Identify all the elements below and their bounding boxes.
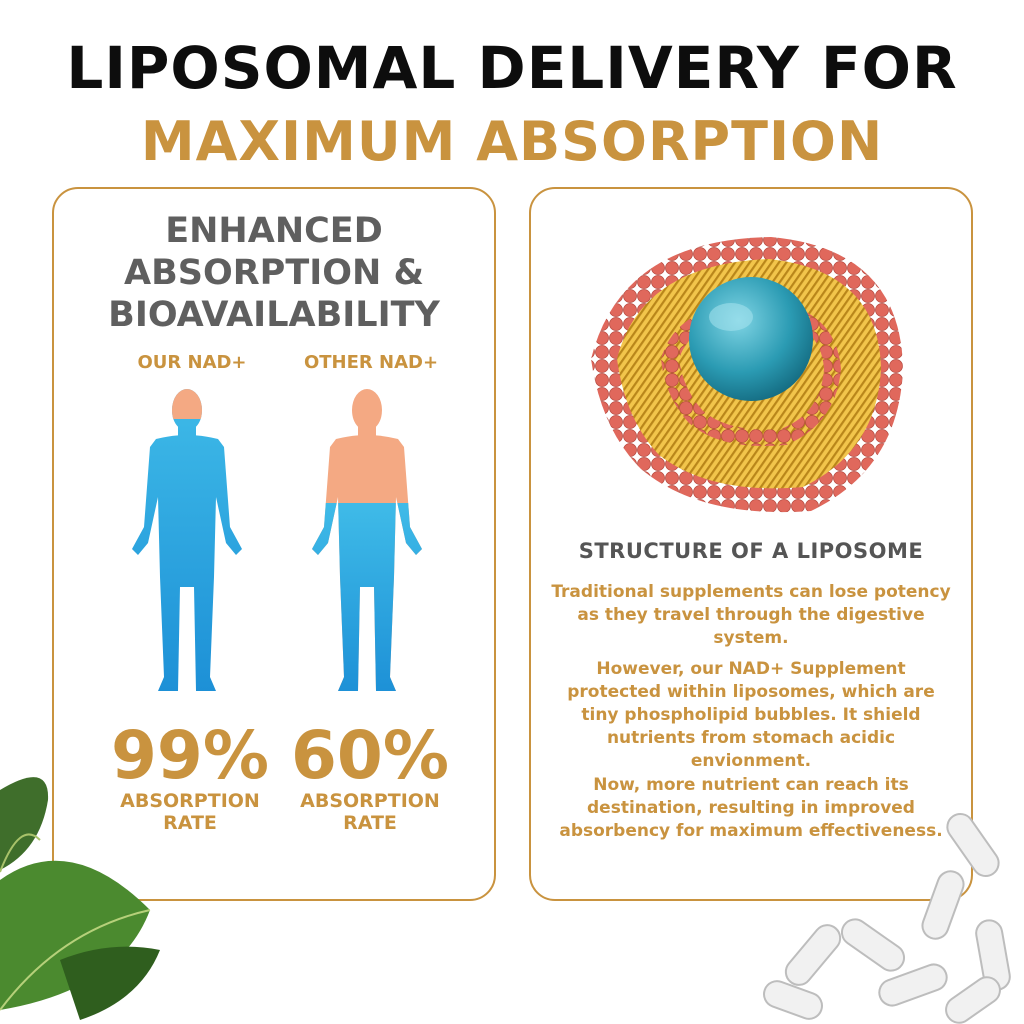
leaves-decoration-icon (0, 777, 160, 1020)
headline-line1: LIPOSOMAL DELIVERY FOR (66, 34, 958, 102)
paragraph-2: However, our NAD+ Supplement protected w… (567, 659, 935, 771)
liposome-illustration-icon (591, 237, 903, 513)
liposome-structure-card: STRUCTURE OF A LIPOSOME Traditional supp… (529, 187, 973, 901)
other-nad-label: OTHER NAD+ (303, 352, 439, 373)
other-nad-rate-line1: ABSORPTION (300, 790, 440, 812)
other-nad-percent: 60% (291, 717, 449, 794)
our-nad-rate-line2: RATE (163, 812, 217, 834)
structure-title: STRUCTURE OF A LIPOSOME (578, 539, 924, 563)
card-title-line3: BIOAVAILABILITY (108, 295, 440, 335)
human-figure-our-nad-icon (132, 389, 242, 691)
headline-line2: MAXIMUM ABSORPTION (140, 110, 884, 173)
absorption-comparison-card: ENHANCED ABSORPTION & BIOAVAILABILITY OU… (52, 187, 496, 901)
other-nad-rate-line2: RATE (343, 812, 397, 834)
card-title-line2: ABSORPTION & (124, 253, 424, 293)
card-title-line1: ENHANCED (165, 211, 383, 251)
human-figure-other-nad-icon (312, 389, 422, 691)
our-nad-rate-line1: ABSORPTION (120, 790, 260, 812)
capsules-decoration-icon (763, 812, 1011, 1024)
paragraph-3: Now, more nutrient can reach its destina… (559, 775, 943, 841)
our-nad-label: OUR NAD+ (137, 352, 247, 373)
our-nad-percent: 99% (111, 717, 269, 794)
paragraph-1: Traditional supplements can lose potency… (551, 582, 951, 648)
